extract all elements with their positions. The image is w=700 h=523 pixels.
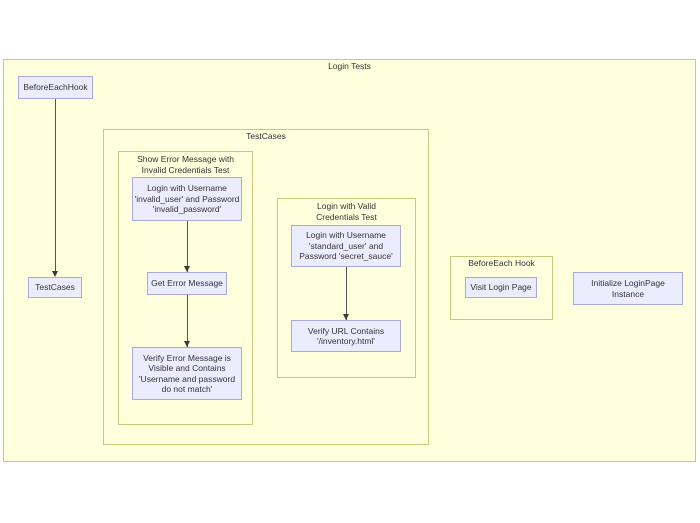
test-cases-node: TestCases xyxy=(28,277,82,298)
visit-login-page-node: Visit Login Page xyxy=(465,277,537,298)
test-cases-cluster-title: TestCases xyxy=(246,131,286,141)
invalid-credentials-test-title: Show Error Message with Invalid Credenti… xyxy=(137,154,234,175)
arrowhead xyxy=(51,271,58,277)
login-tests-cluster-title: Login Tests xyxy=(328,61,371,71)
arrowhead xyxy=(183,266,190,272)
login-valid-credentials-node: Login with Username 'standard_user' and … xyxy=(291,225,401,267)
before-each-hook-cluster-title: BeforeEach Hook xyxy=(468,258,535,268)
arrowhead xyxy=(342,314,349,320)
verify-url-node: Verify URL Contains '/inventory.html' xyxy=(291,320,401,352)
edge-login-valid-to-verify-url xyxy=(346,267,347,320)
get-error-message-node: Get Error Message xyxy=(147,272,227,295)
valid-credentials-test-title: Login with Valid Credentials Test xyxy=(316,201,377,222)
edge-before-each-hook-to-test-cases xyxy=(55,99,56,271)
edge-login-invalid-to-get-error xyxy=(187,221,188,272)
initialize-login-page-node: Initialize LoginPage Instance xyxy=(573,272,683,305)
verify-error-message-node: Verify Error Message is Visible and Cont… xyxy=(132,347,242,400)
arrowhead xyxy=(183,341,190,347)
login-invalid-credentials-node: Login with Username 'invalid_user' and P… xyxy=(132,177,242,221)
edge-get-error-to-verify-error xyxy=(187,295,188,347)
before-each-hook-node: BeforeEachHook xyxy=(18,76,93,99)
